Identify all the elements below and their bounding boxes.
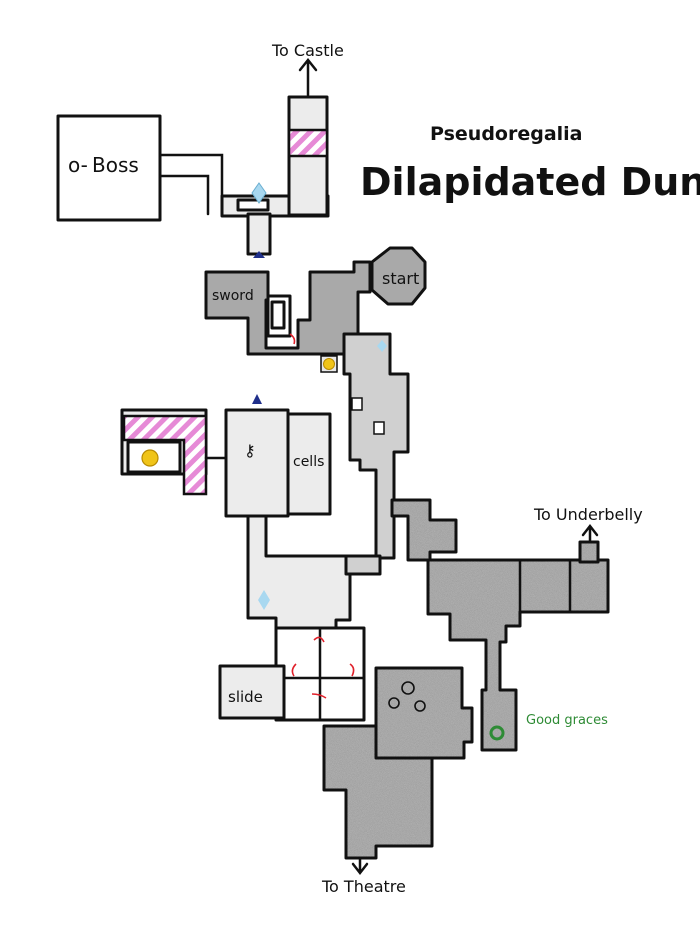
save-icon [253,251,265,258]
label-sword: sword [212,288,254,304]
sword-pit-inner [270,300,286,330]
hatched-wall [287,128,329,158]
hub-ledge [236,198,270,212]
slide-room [218,664,286,720]
label-boss: Boss [92,153,139,177]
graces-ring-icon [489,725,505,741]
boulder-room [374,666,474,760]
passage-dividers [518,558,572,614]
block [373,421,385,435]
save-icon [252,394,262,404]
south-shaft [246,212,272,256]
hall-link [344,554,382,576]
coin-icon [141,449,159,467]
label-to-theatre: To Theatre [321,877,406,896]
arrow-up-icon [581,523,599,544]
block [351,397,363,411]
arrow-icon [311,693,327,699]
key-room [224,408,290,518]
start-room [370,246,427,306]
arrow-icon [289,333,296,345]
underbelly-stub [578,540,600,564]
boulder-icon [388,697,400,709]
arrow-room-split [274,626,366,722]
arrow-icon [349,663,355,677]
boulder-icon [414,700,426,712]
coin-icon [323,358,335,370]
label-cells: cells [293,454,324,470]
subtitle: Pseudoregalia [430,123,583,145]
cells-room [286,412,332,516]
arrow-icon [313,636,325,643]
label-slide: slide [228,688,263,706]
label-to-castle: To Castle [271,41,344,60]
theatre-hall [322,724,434,860]
crystal-icon [377,340,387,352]
label-start: start [382,269,419,288]
boss-key-glyph: o- [68,153,88,177]
sword-room [204,260,372,356]
boss-corridor [158,153,224,216]
arrow-icon [291,663,297,677]
east-column [342,332,410,560]
hatched-ledge [122,414,208,496]
crystal-icon [258,590,270,610]
boss-room [56,114,162,222]
central-hall [246,514,352,632]
boulder-icon [401,681,415,695]
label-good-graces: Good graces [526,713,608,728]
arrow-up-icon [298,57,318,97]
crystal-icon [251,182,267,204]
key-icon: ⚷ [244,441,256,460]
underbelly-passage [390,498,610,752]
arrow-down-icon [351,856,369,876]
label-to-underbelly: To Underbelly [533,505,643,524]
page-title: Dilapidated Dungeon [360,160,700,204]
